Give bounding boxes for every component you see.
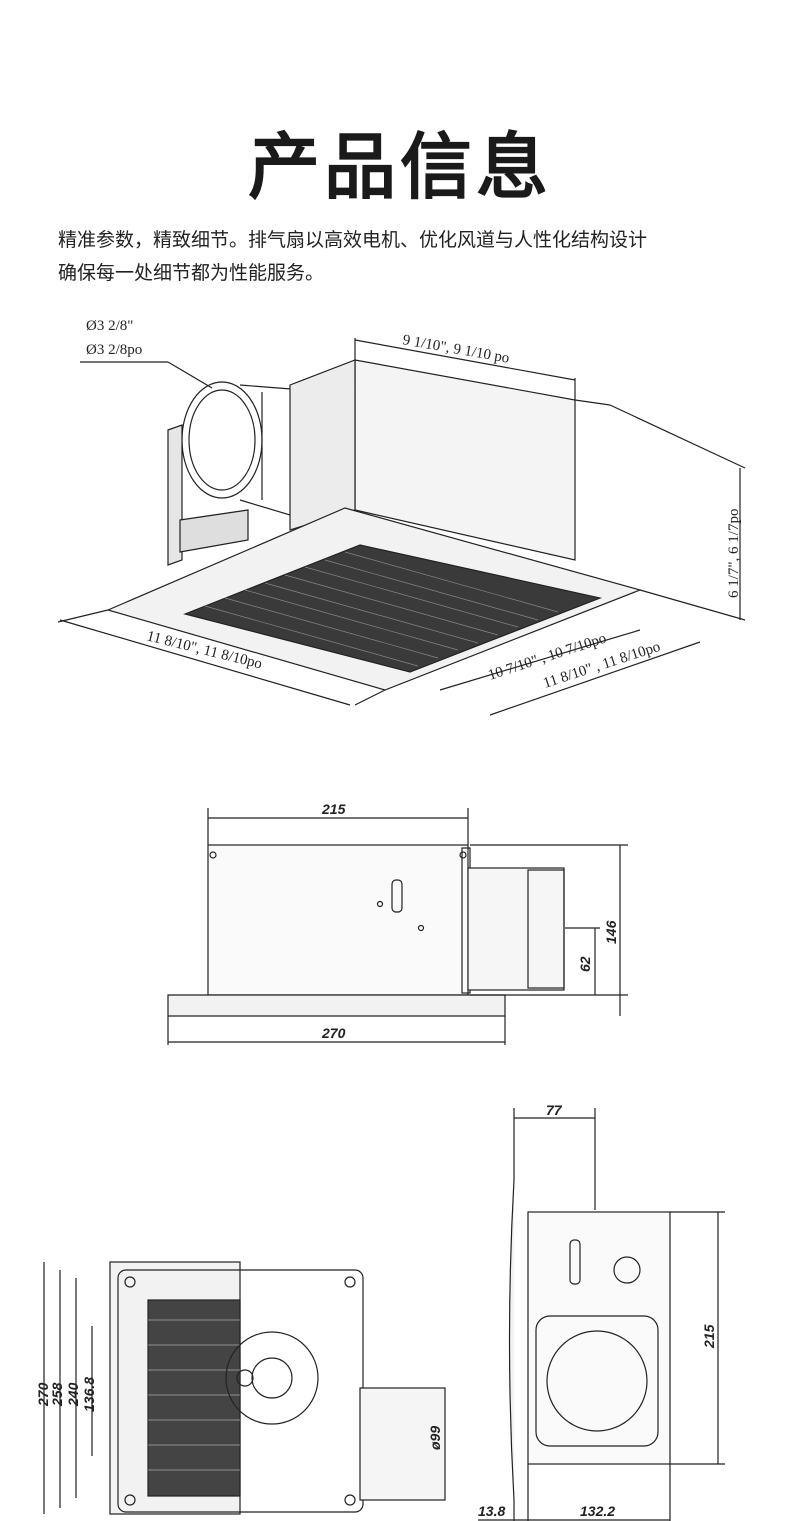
front-grille (147, 1299, 241, 1497)
end-view (478, 1108, 725, 1521)
iso-height-label: 6 1/7", 6 1/7po (726, 509, 742, 598)
front-dim-136: 136.8 (81, 1377, 97, 1412)
iso-depth-label: 9 1/10", 9 1/10 po (401, 332, 510, 367)
end-duct (546, 1330, 648, 1432)
side-frame (167, 994, 506, 1017)
front-duct-diameter: ø99 (427, 1426, 443, 1450)
iso-diameter-in-label: Ø3 2/8" (86, 318, 133, 334)
fan-wheel (225, 1331, 319, 1425)
intro-line-1: 精准参数，精致细节。排气扇以高效电机、优化风道与人性化结构设计 (58, 229, 648, 251)
end-height-label: 215 (701, 1324, 717, 1349)
grille-slots (183, 544, 603, 673)
end-top-depth-label: 77 (546, 1102, 563, 1118)
side-top-width-label: 215 (321, 801, 346, 817)
duct-ring (181, 381, 263, 499)
side-duct-height-label: 62 (577, 956, 593, 972)
side-housing (207, 844, 469, 996)
end-bottom-right-label: 132.2 (580, 1503, 615, 1519)
page-title: 产品信息 (247, 125, 552, 209)
front-dim-240: 240 (65, 1382, 81, 1407)
front-dim-270: 270 (35, 1382, 51, 1407)
isometric-view (57, 338, 746, 716)
front-view (43, 1261, 446, 1515)
intro-line-2: 确保每一处细节都为性能服务。 (58, 262, 325, 284)
end-bottom-left-label: 13.8 (478, 1503, 505, 1519)
iso-diameter-po-label: Ø3 2/8po (86, 342, 142, 358)
intro-text: 精准参数，精致细节。排气扇以高效电机、优化风道与人性化结构设计 确保每一处细节都… (58, 224, 748, 290)
side-height-label: 146 (603, 920, 619, 944)
end-housing (527, 1211, 671, 1465)
side-view (167, 808, 628, 1045)
side-bottom-width-label: 270 (321, 1025, 346, 1041)
front-dim-258: 258 (49, 1382, 65, 1407)
